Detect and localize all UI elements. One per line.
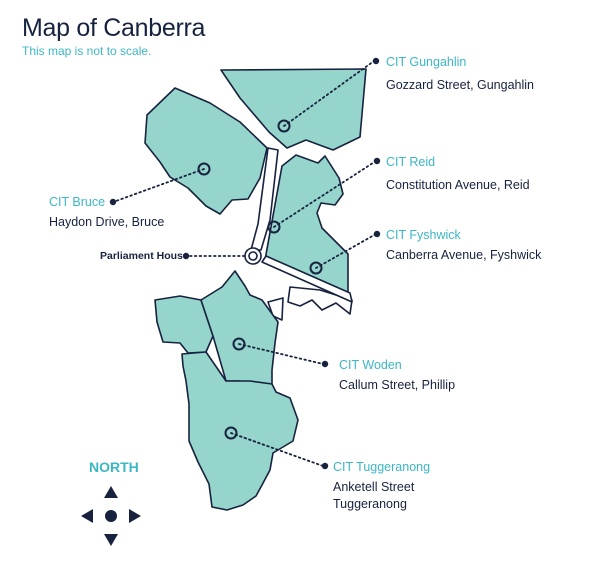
campus-address-gungahlin: Gozzard Street, Gungahlin <box>386 78 534 92</box>
dot-tuggeranong <box>321 462 329 470</box>
location-gungahlin <box>277 119 291 133</box>
campus-name-tuggeranong: CIT Tuggeranong <box>333 460 431 474</box>
campus-address-reid: Constitution Avenue, Reid <box>386 178 530 192</box>
region-tuggeranong <box>181 351 299 511</box>
campus-name-bruce: CIT Bruce <box>49 195 106 209</box>
road-east <box>261 255 353 303</box>
campus-name-gungahlin: CIT Gungahlin <box>386 55 467 69</box>
leader-woden <box>238 343 324 365</box>
leader-gungahlin <box>283 60 375 127</box>
location-fyshwick <box>309 261 323 275</box>
campus-address-fyshwick: Canberra Avenue, Fyshwick <box>386 248 542 262</box>
leader-fyshwick <box>315 233 377 269</box>
compass-label: NORTH <box>89 459 139 475</box>
campus-name-fyshwick: CIT Fyshwick <box>386 228 461 242</box>
parliament-house-label: Parliament House <box>100 250 189 262</box>
campus-name-reid: CIT Reid <box>386 155 436 169</box>
location-reid <box>267 220 281 234</box>
location-tuggeranong <box>224 426 238 440</box>
dot-woden <box>321 360 329 368</box>
campus-address-bruce: Haydon Drive, Bruce <box>49 215 165 229</box>
road-north <box>250 147 279 251</box>
location-bruce <box>197 162 211 176</box>
campus-address-tuggeranong-line2: Tuggeranong <box>333 497 407 511</box>
parliament-house-marker <box>244 247 262 265</box>
map-title: Map of Canberra <box>22 14 206 42</box>
campus-address-woden: Callum Street, Phillip <box>339 378 456 392</box>
dot-bruce <box>109 198 117 206</box>
leader-tuggeranong <box>230 432 324 467</box>
dot-parliament <box>182 252 190 260</box>
region-inlet <box>267 297 284 321</box>
location-woden <box>232 337 246 351</box>
leader-bruce <box>115 168 205 202</box>
leader-reid <box>273 160 377 228</box>
dot-gungahlin <box>372 57 380 65</box>
region-gungahlin <box>220 68 367 151</box>
dot-reid <box>373 157 381 165</box>
dot-fyshwick <box>373 230 381 238</box>
map-subtitle: This map is not to scale. <box>22 44 152 58</box>
compass-arrows-icon <box>81 486 141 546</box>
region-bruce <box>144 87 268 215</box>
campus-address-tuggeranong-line1: Anketell Street <box>333 480 415 494</box>
campus-name-woden: CIT Woden <box>339 358 402 372</box>
